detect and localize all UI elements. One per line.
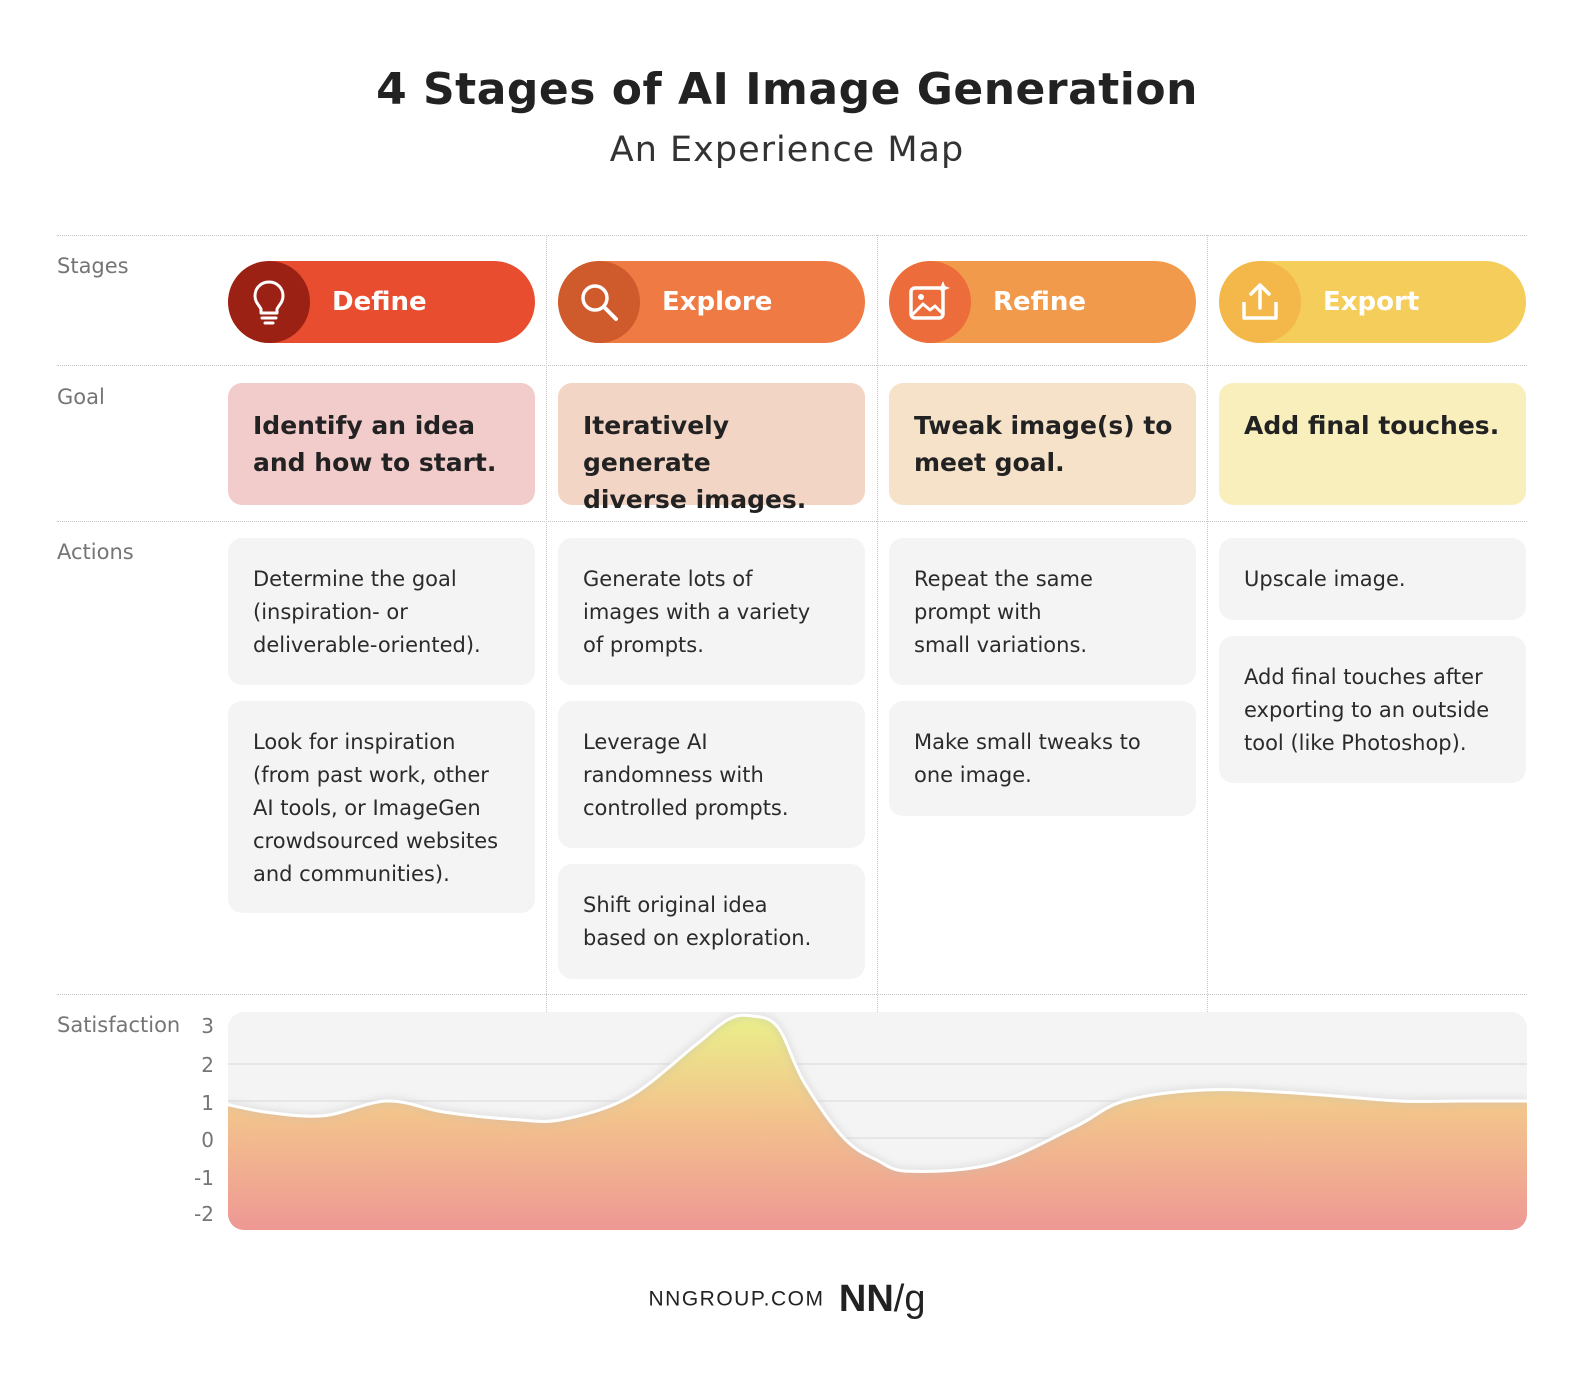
- row-label-satisfaction: Satisfaction: [57, 1013, 181, 1037]
- column-divider: [877, 235, 878, 1230]
- lightbulb-icon: [253, 280, 285, 325]
- action-card: Make small tweaks to one image.: [889, 701, 1196, 816]
- action-line: exporting to an outside: [1244, 698, 1490, 722]
- action-line: randomness with: [583, 763, 764, 787]
- y-tick-label: 3: [201, 1014, 214, 1038]
- divider: [57, 235, 1527, 236]
- divider: [57, 365, 1527, 366]
- page-title: 4 Stages of AI Image Generation: [376, 64, 1198, 115]
- magnifier-icon: [581, 284, 618, 321]
- action-line: Shift original idea: [583, 893, 768, 917]
- action-line: based on exploration.: [583, 926, 812, 950]
- row-label-goal: Goal: [57, 385, 105, 409]
- column-divider: [1207, 235, 1208, 1230]
- stage-icon-bg: [228, 261, 310, 343]
- action-card: Determine the goal (inspiration- or deli…: [228, 538, 535, 685]
- stage-label: Export: [1323, 287, 1420, 317]
- action-line: crowdsourced websites: [253, 829, 499, 853]
- stage-pill-define: Define: [228, 261, 535, 343]
- divider: [57, 994, 1527, 995]
- action-line: Add final touches after: [1244, 665, 1483, 689]
- stage-icon-bg: [1219, 261, 1301, 343]
- goal-line: diverse images.: [583, 485, 807, 514]
- action-card: Shift original idea based on exploration…: [558, 864, 865, 979]
- action-line: one image.: [914, 763, 1032, 787]
- stage-pill-export: Export: [1219, 261, 1526, 343]
- goal-line: Add final touches.: [1244, 411, 1500, 440]
- action-card: Look for inspiration (from past work, ot…: [228, 701, 535, 913]
- y-tick-label: 2: [201, 1053, 214, 1077]
- stage-icon-bg: [558, 261, 640, 343]
- action-card: Leverage AI randomness with controlled p…: [558, 701, 865, 848]
- goal-card-export: Add final touches.: [1219, 383, 1526, 505]
- action-card: Add final touches after exporting to an …: [1219, 636, 1526, 783]
- action-line: Upscale image.: [1244, 567, 1406, 591]
- divider: [57, 521, 1527, 522]
- action-line: (inspiration- or: [253, 600, 408, 624]
- y-tick-label: 1: [201, 1091, 214, 1115]
- nng-logo: NN/g: [839, 1278, 926, 1320]
- image-sparkle-icon: [909, 281, 950, 320]
- action-line: Generate lots of: [583, 567, 753, 591]
- page-subtitle: An Experience Map: [609, 130, 965, 170]
- goal-line: Identify an idea: [253, 411, 476, 440]
- row-label-stages: Stages: [57, 254, 129, 278]
- action-line: Repeat the same: [914, 567, 1093, 591]
- y-tick-label: 0: [201, 1128, 214, 1152]
- goal-card-define: Identify an idea and how to start.: [228, 383, 535, 505]
- action-line: of prompts.: [583, 633, 704, 657]
- action-line: Look for inspiration: [253, 730, 456, 754]
- action-card: Generate lots of images with a variety o…: [558, 538, 865, 685]
- stage-icon-bg: [889, 261, 971, 343]
- stage-label: Define: [332, 287, 427, 317]
- satisfaction-line: [228, 1013, 1527, 1173]
- y-tick-label: -1: [194, 1166, 214, 1190]
- action-line: tool (like Photoshop).: [1244, 731, 1467, 755]
- satisfaction-area: [228, 1015, 1527, 1230]
- stage-label: Explore: [662, 287, 773, 317]
- action-line: and communities).: [253, 862, 450, 886]
- y-tick-label: -2: [194, 1202, 214, 1226]
- goal-line: meet goal.: [914, 448, 1065, 477]
- goal-line: Iteratively generate: [583, 411, 730, 477]
- action-line: controlled prompts.: [583, 796, 789, 820]
- action-line: small variations.: [914, 633, 1088, 657]
- logo-g: g: [904, 1278, 926, 1320]
- action-line: (from past work, other: [253, 763, 489, 787]
- column-divider: [546, 235, 547, 1230]
- satisfaction-chart-svg: [228, 1012, 1527, 1230]
- stage-label: Refine: [993, 287, 1087, 317]
- action-line: Determine the goal: [253, 567, 457, 591]
- action-card: Repeat the same prompt with small variat…: [889, 538, 1196, 685]
- logo-slash: /: [893, 1278, 905, 1320]
- action-card: Upscale image.: [1219, 538, 1526, 620]
- action-line: deliverable-oriented).: [253, 633, 481, 657]
- stage-pill-refine: Refine: [889, 261, 1196, 343]
- goal-card-refine: Tweak image(s) to meet goal.: [889, 383, 1196, 505]
- goal-line: Tweak image(s) to: [914, 411, 1173, 440]
- action-line: Leverage AI: [583, 730, 708, 754]
- satisfaction-chart: [228, 1012, 1527, 1230]
- row-label-actions: Actions: [57, 540, 134, 564]
- action-line: prompt with: [914, 600, 1042, 624]
- logo-nn: NN: [838, 1278, 894, 1320]
- share-upload-icon: [1242, 283, 1278, 320]
- footer-url[interactable]: NNGROUP.COM: [648, 1287, 825, 1311]
- stage-pill-explore: Explore: [558, 261, 865, 343]
- goal-card-explore: Iteratively generate diverse images.: [558, 383, 865, 514]
- footer: NNGROUP.COM NN/g: [0, 1278, 1574, 1321]
- action-line: images with a variety: [583, 600, 811, 624]
- goal-line: and how to start.: [253, 448, 497, 477]
- action-line: Make small tweaks to: [914, 730, 1141, 754]
- action-line: AI tools, or ImageGen: [253, 796, 481, 820]
